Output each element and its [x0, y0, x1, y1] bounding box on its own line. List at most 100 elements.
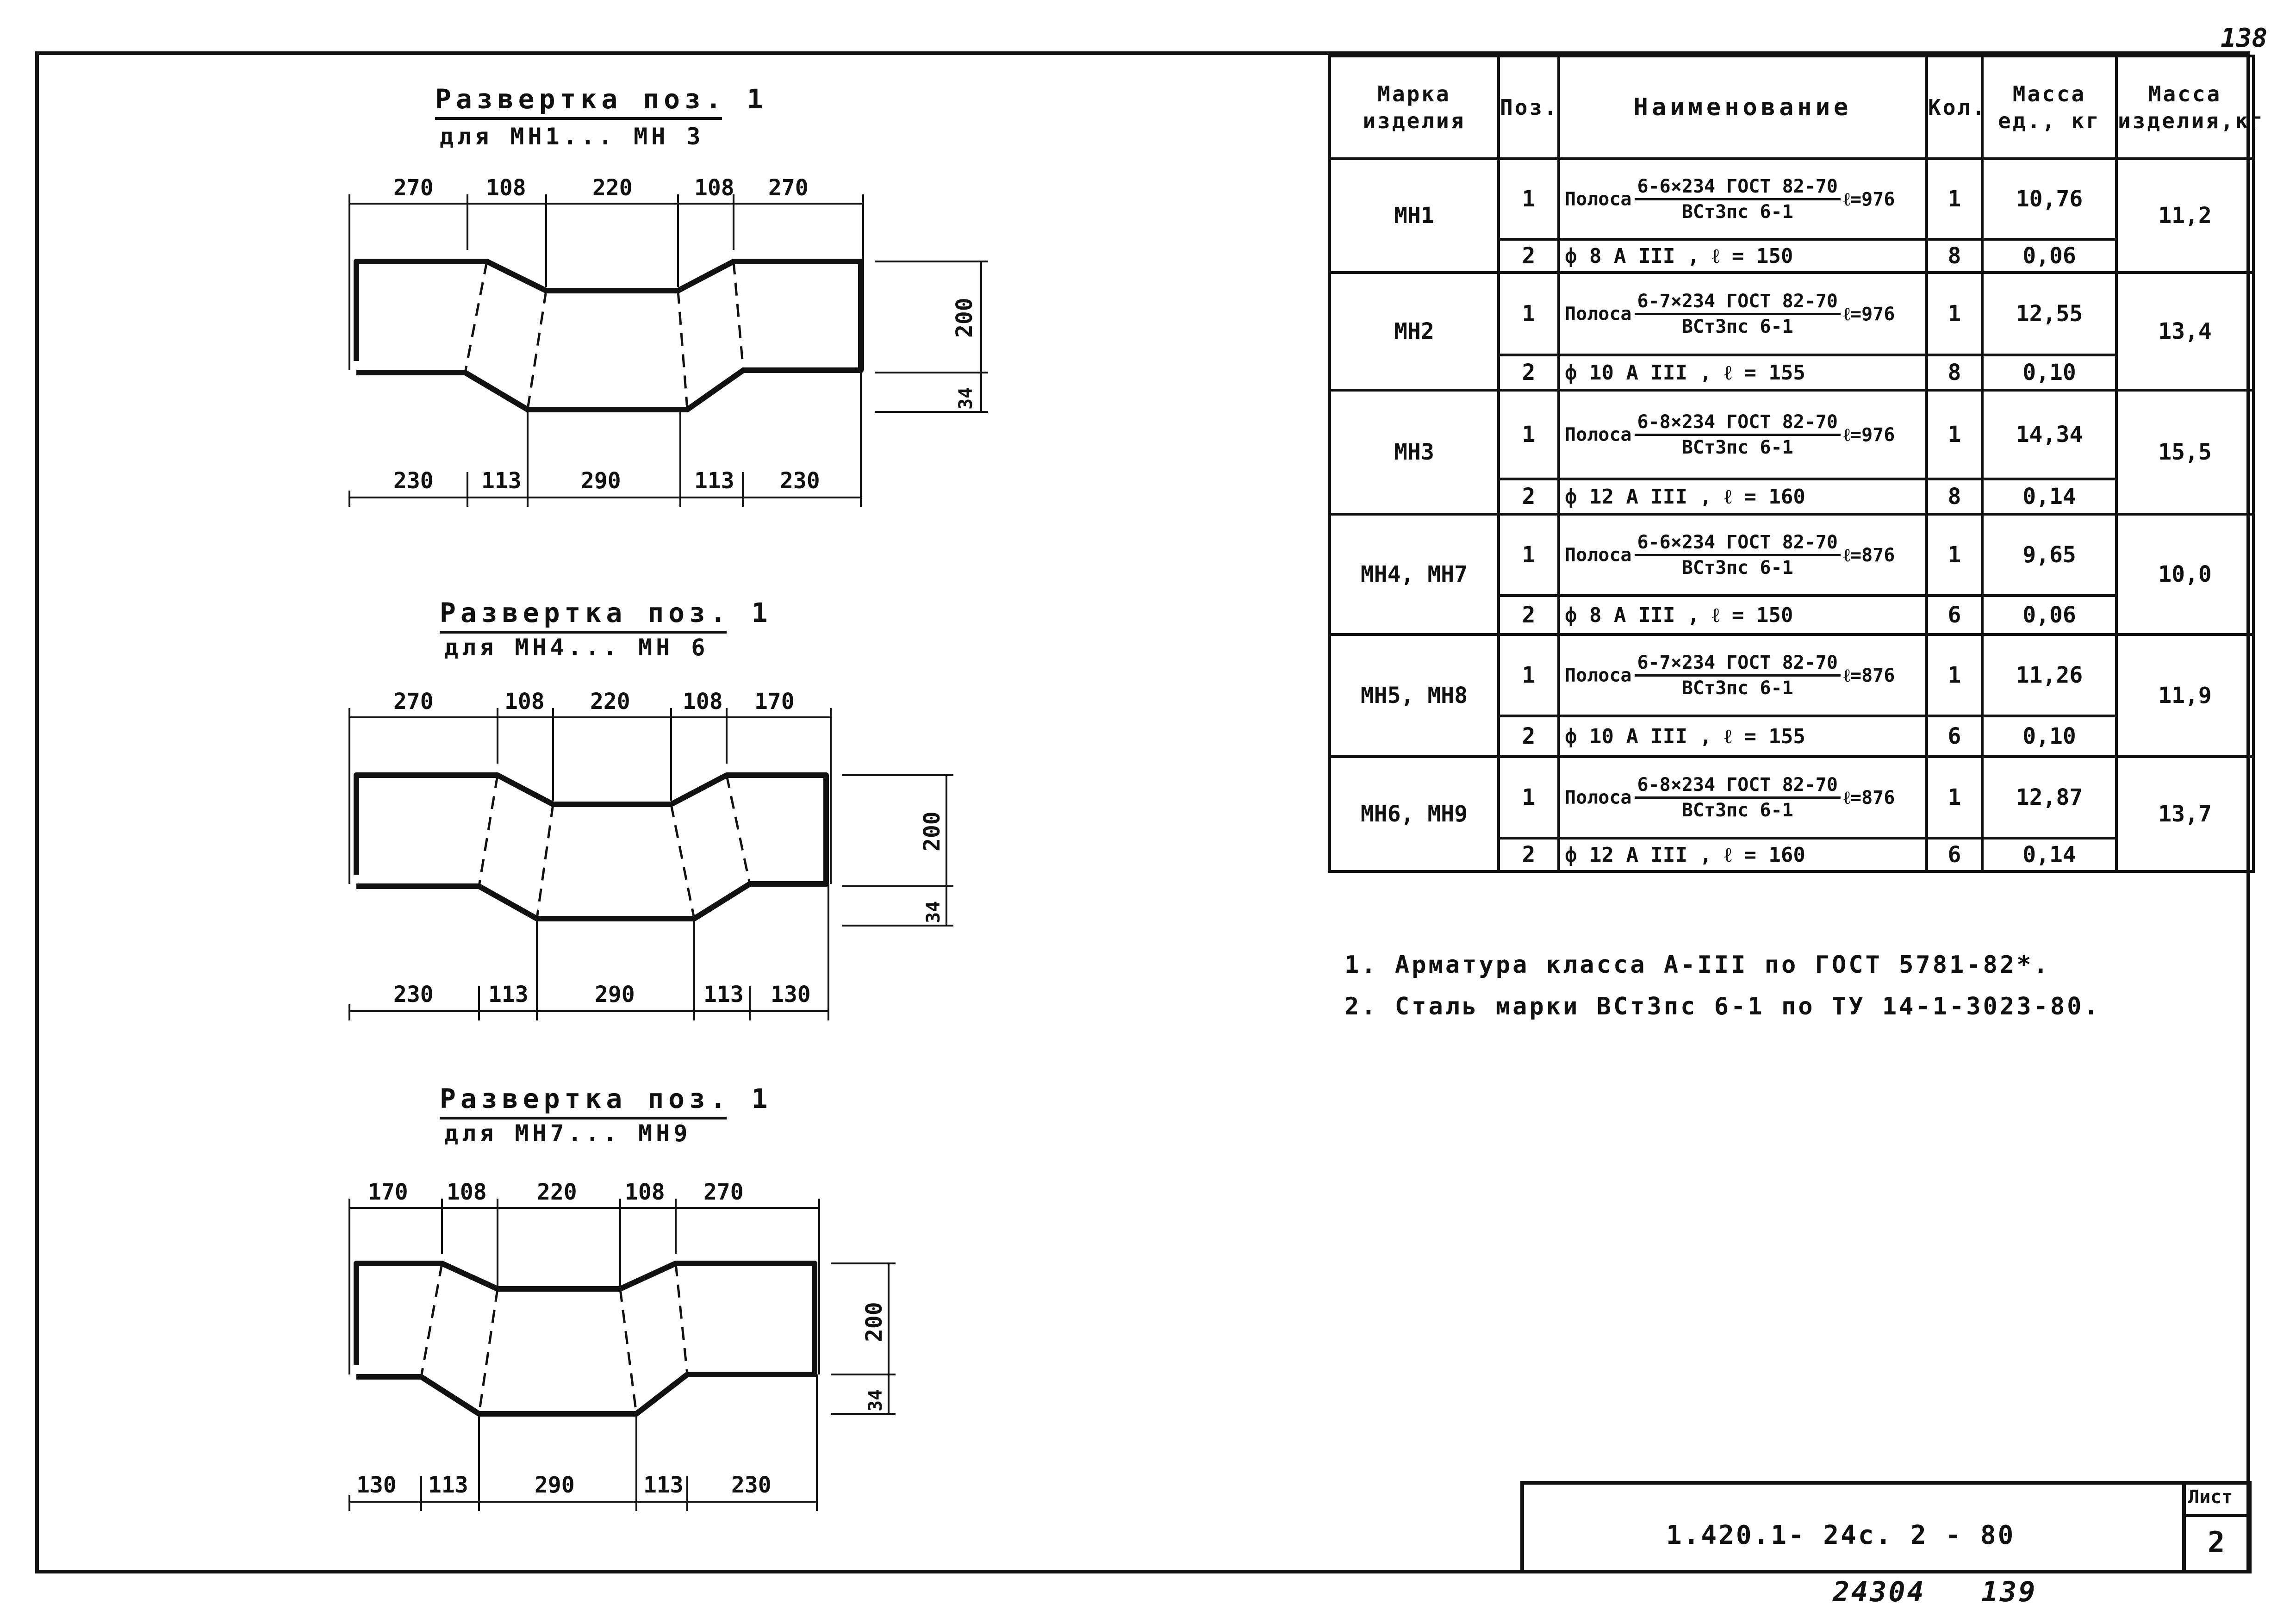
document-code: 1.420.1- 24с. 2 - 80 [1666, 1520, 2016, 1550]
dim-label: 130 [771, 982, 811, 1007]
specification-table: Марка изделия Поз. Наименование Кол. Мас… [1328, 55, 2263, 873]
unit-mass-cell: 0,14 [1981, 478, 2118, 516]
table-row: 2 ф 12 А III , ℓ = 160 8 0,14 [1330, 478, 2253, 516]
sheet-box-divider [2182, 1514, 2252, 1517]
pos-cell: 2 [1497, 594, 1560, 636]
title-underline [440, 1117, 727, 1119]
length-label: ℓ=976 [1843, 303, 1895, 325]
dim-label: 230 [393, 982, 434, 1007]
dim-label: 113 [703, 982, 744, 1007]
fraction-numerator: 6-6×234 ГОСТ 82-70 [1634, 531, 1841, 556]
dim-label: 270 [768, 176, 809, 201]
name-cell: ф 8 А III , ℓ = 150 [1557, 238, 1928, 274]
dim-label: 34 [955, 387, 977, 410]
qty-cell: 6 [1925, 594, 1984, 636]
development-drawing: 270 108 220 108 270 230 113 290 113 230 … [348, 176, 988, 507]
drawing-title: Развертка поз. 1 [440, 597, 772, 628]
dim-label: 200 [861, 1302, 887, 1342]
fraction-denominator: ВСт3пс 6-1 [1681, 557, 1793, 578]
title-underline [435, 117, 722, 120]
development-drawing: 170 108 220 108 270 130 113 290 113 230 … [348, 1180, 896, 1511]
dim-label: 108 [486, 176, 526, 201]
qty-cell: 6 [1925, 715, 1984, 758]
fraction-denominator: ВСт3пс 6-1 [1681, 677, 1793, 699]
table-row: 2 ф 8 А III , ℓ = 150 8 0,06 [1330, 238, 2253, 274]
dim-label: 108 [683, 690, 723, 715]
name-cell: ф 12 А III , ℓ = 160 [1557, 478, 1928, 516]
qty-cell: 1 [1925, 633, 1984, 717]
header-qty: Кол. [1925, 55, 1985, 160]
fraction-numerator: 6-8×234 ГОСТ 82-70 [1634, 410, 1841, 436]
unit-mass-cell: 0,06 [1981, 594, 2118, 636]
qty-cell: 8 [1925, 238, 1984, 274]
item-mass-cell: 15,5 [2115, 389, 2255, 516]
sheet-number: 138 [2221, 23, 2268, 53]
table-row: 2 ф 12 А III , ℓ = 160 6 0,14 [1330, 837, 2253, 873]
dim-label: 230 [731, 1472, 772, 1498]
pos-cell: 1 [1497, 633, 1560, 717]
mark-cell: МН2 [1328, 271, 1500, 392]
mark-cell: МН5, МН8 [1328, 633, 1500, 758]
item-mass-cell: 11,2 [2115, 157, 2255, 274]
mark-cell: МН3 [1328, 389, 1500, 516]
name-cell: ф 10 А III , ℓ = 155 [1557, 354, 1928, 392]
title-block [1520, 1481, 2252, 1573]
dim-label: 108 [504, 690, 545, 715]
dim-label: 108 [625, 1180, 665, 1205]
table-row: 2 ф 10 А III , ℓ = 155 6 0,10 [1330, 715, 2253, 758]
length-label: ℓ=876 [1843, 787, 1895, 808]
fraction-numerator: 6-6×234 ГОСТ 82-70 [1634, 175, 1841, 200]
fraction-numerator: 6-8×234 ГОСТ 82-70 [1634, 773, 1841, 799]
fraction-denominator: ВСт3пс 6-1 [1681, 316, 1793, 337]
mark-cell: МН1 [1328, 157, 1500, 274]
title-underline [440, 631, 727, 634]
fraction-denominator: ВСт3пс 6-1 [1681, 201, 1793, 223]
table-row: 2 ф 10 А III , ℓ = 155 8 0,10 [1330, 354, 2253, 392]
dim-label: 113 [428, 1472, 468, 1498]
dim-label: 170 [754, 690, 795, 715]
unit-mass-cell: 14,34 [1981, 389, 2118, 480]
name-cell: ф 8 А III , ℓ = 150 [1557, 594, 1928, 636]
dim-label: 270 [703, 1180, 744, 1205]
header-item-mass: Масса изделия,кг [2115, 55, 2263, 160]
dim-label: 220 [537, 1180, 577, 1205]
header-unit-mass: Масса ед., кг [1981, 55, 2118, 160]
qty-cell: 1 [1925, 271, 1984, 356]
dim-label: 108 [447, 1180, 487, 1205]
pos-cell: 2 [1497, 354, 1560, 392]
name-cell: ф 10 А III , ℓ = 155 [1557, 715, 1928, 758]
drawing-subtitle: для МН4... МН 6 [444, 634, 709, 661]
table-row: 2 ф 8 А III , ℓ = 150 6 0,06 [1330, 594, 2253, 636]
header-mark: Марка изделия [1328, 55, 1500, 160]
pos-cell: 2 [1497, 478, 1560, 516]
pos-cell: 2 [1497, 715, 1560, 758]
sheet-value: 2 [2208, 1525, 2225, 1559]
unit-mass-cell: 0,10 [1981, 354, 2118, 392]
strip-label: Полоса [1565, 787, 1632, 808]
strip-label: Полоса [1565, 424, 1632, 445]
dim-label: 34 [865, 1389, 886, 1412]
strip-label: Полоса [1565, 665, 1632, 686]
dim-label: 270 [393, 176, 434, 201]
drawing-2: Развертка поз. 1 для МН4... МН 6 270 108… [324, 588, 1018, 1032]
unit-mass-cell: 0,14 [1981, 837, 2118, 873]
dim-label: 200 [952, 298, 977, 338]
pos-cell: 1 [1497, 157, 1560, 241]
dim-label: 230 [780, 468, 820, 494]
notes: 1. Арматура класса А-III по ГОСТ 5781-82… [1344, 944, 2101, 1027]
footer-stamp: 24304 139 [1833, 1576, 2037, 1608]
pos-cell: 1 [1497, 389, 1560, 480]
drawing-title: Развертка поз. 1 [440, 1083, 772, 1114]
drawing-title: Развертка поз. 1 [435, 83, 768, 115]
name-cell: ф 12 А III , ℓ = 160 [1557, 837, 1928, 873]
